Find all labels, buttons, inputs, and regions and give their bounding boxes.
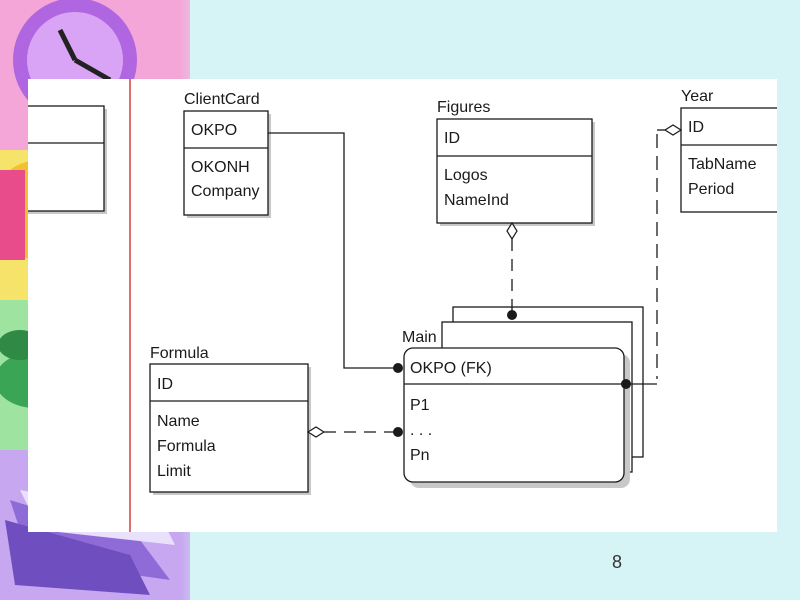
entity-year: Year ID TabName Period [680, 88, 777, 213]
entity-attribute: Limit [157, 463, 191, 480]
relationship-year-main [621, 124, 683, 389]
entity-attribute: P1 [410, 397, 430, 414]
entity-name: Main [402, 329, 437, 346]
slide-panel: ClientCard OKPO OKONH Company Figures ID… [28, 79, 777, 532]
entity-formula: Formula ID Name Formula Limit [149, 345, 311, 495]
entity-name: Formula [150, 345, 209, 362]
entity-attribute: Pn [410, 447, 430, 464]
entity-key-attribute: ID [444, 130, 460, 147]
relationship-clientcard-main [268, 132, 403, 373]
entity-attribute: Period [688, 181, 734, 198]
entity-partial-left [28, 105, 107, 214]
stack-layer-front [403, 347, 625, 483]
entity-name: ClientCard [184, 91, 260, 108]
entity-key-attribute: ID [157, 376, 173, 393]
entity-client-card: ClientCard OKPO OKONH Company [183, 91, 271, 218]
entity-attribute: Company [191, 183, 259, 200]
entity-name: Year [681, 88, 714, 105]
entity-main: Main OKPO (FK) P1 . . . Pn [402, 306, 644, 488]
entity-attribute: Logos [444, 167, 488, 184]
entity-attribute: OKONH [191, 159, 250, 176]
entity-key-attribute: OKPO [191, 122, 237, 139]
er-diagram: ClientCard OKPO OKONH Company Figures ID… [28, 79, 777, 532]
slide-number: 8 [612, 552, 623, 572]
entity-attribute: . . . [410, 422, 432, 439]
relationship-figures-main [506, 221, 518, 320]
relationship-formula-main [306, 426, 403, 438]
entity-key-attribute: ID [688, 119, 704, 136]
entity-name: Figures [437, 99, 490, 116]
entity-attribute: Name [157, 413, 200, 430]
entity-attribute: Formula [157, 438, 216, 455]
entity-figures: Figures ID Logos NameInd [436, 99, 595, 226]
entity-attribute: NameInd [444, 192, 509, 209]
entity-key-attribute: OKPO (FK) [410, 360, 492, 377]
entity-attribute: TabName [688, 156, 757, 173]
